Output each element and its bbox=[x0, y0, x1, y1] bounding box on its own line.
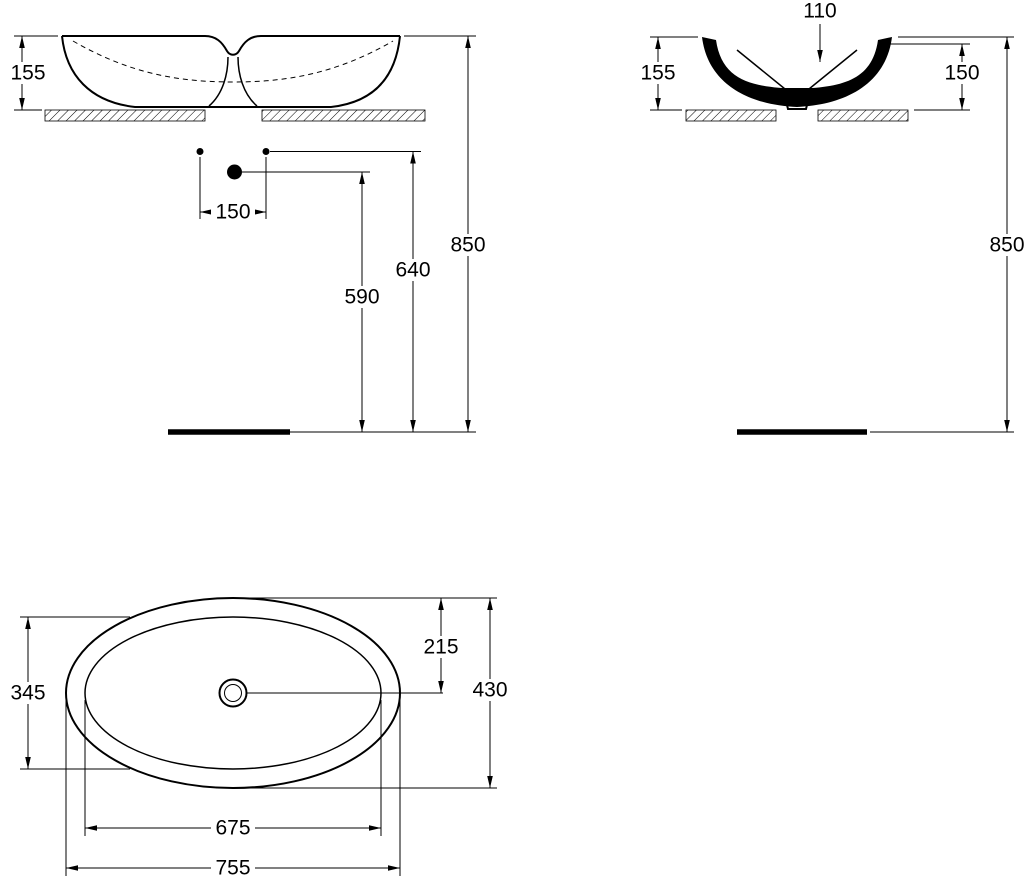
dim-front-siphon-height: 590 bbox=[340, 172, 384, 432]
dim-label-bg bbox=[211, 201, 255, 223]
counter-hatch-left bbox=[685, 109, 777, 122]
dim-label-bg bbox=[211, 817, 255, 839]
drain-inner-circle bbox=[224, 684, 242, 702]
plan-view: 345 215 430 675 bbox=[6, 597, 512, 880]
tap-hole bbox=[227, 164, 242, 180]
dim-side-bowl-depth: 150 bbox=[884, 43, 984, 111]
dim-plan-overall-width: 430 bbox=[238, 597, 512, 789]
waste-stem-right-edge bbox=[237, 56, 258, 107]
dim-label: 590 bbox=[344, 286, 379, 309]
counter-hatch-right bbox=[817, 109, 909, 122]
dim-plan-center-offset: 215 bbox=[419, 598, 463, 693]
fixing-hole-left bbox=[196, 148, 204, 155]
bowl-inner-edge-right bbox=[808, 49, 858, 90]
counter-hatch-right bbox=[261, 109, 426, 122]
dim-label: 850 bbox=[450, 234, 485, 257]
basin-section-wall bbox=[702, 37, 892, 107]
waste-stem-section bbox=[781, 88, 813, 110]
dim-label: 345 bbox=[10, 682, 45, 705]
front-view: 155 150 590 640 bbox=[5, 35, 490, 435]
side-view: 110 155 150 bbox=[636, 0, 1024, 435]
dim-front-tap-height: 640 bbox=[391, 151, 435, 432]
drain-outer-circle bbox=[218, 678, 248, 708]
bowl-inner-edge-left bbox=[736, 49, 786, 90]
dim-label: 640 bbox=[395, 259, 430, 282]
dim-label-bg bbox=[340, 286, 384, 308]
dim-side-outlet-width: 110 bbox=[803, 0, 837, 62]
dim-label: 755 bbox=[215, 857, 250, 880]
dim-label-bg bbox=[211, 857, 255, 879]
dim-label-bg bbox=[6, 682, 50, 704]
dim-label: 430 bbox=[472, 679, 507, 702]
dim-label: 155 bbox=[640, 62, 675, 85]
waste-stem-left-edge bbox=[208, 56, 229, 107]
dim-label-bg bbox=[468, 679, 512, 701]
dim-side-rim-height: 850 bbox=[870, 36, 1024, 433]
dim-label: 850 bbox=[989, 234, 1024, 257]
dim-plan-overall-length: 755 bbox=[65, 700, 401, 880]
dim-label-bg bbox=[419, 636, 463, 658]
dim-label-bg bbox=[984, 234, 1024, 256]
dim-label: 155 bbox=[10, 62, 45, 85]
dim-label: 150 bbox=[944, 62, 979, 85]
dim-front-tap-spacing: 150 bbox=[199, 157, 267, 224]
dim-front-basin-height: 155 bbox=[5, 35, 58, 111]
dim-side-basin-height: 155 bbox=[636, 36, 698, 111]
dim-label: 110 bbox=[803, 0, 836, 23]
dim-label: 215 bbox=[423, 636, 458, 659]
dim-label-bg bbox=[391, 259, 435, 281]
dim-plan-bowl-width: 345 bbox=[6, 616, 130, 770]
dim-front-rim-height: 850 bbox=[446, 36, 490, 432]
fixing-hole-right bbox=[262, 148, 270, 155]
dim-label-bg bbox=[636, 62, 680, 84]
dim-label: 150 bbox=[215, 201, 250, 224]
basin-inner-rim-hidden-line bbox=[72, 40, 394, 83]
counter-hatch-left bbox=[44, 109, 206, 122]
dim-label-bg bbox=[940, 62, 984, 84]
dim-plan-bowl-length: 675 bbox=[84, 700, 382, 840]
dim-label-bg bbox=[5, 62, 51, 84]
dim-label: 675 bbox=[215, 817, 250, 840]
basin-front-outline bbox=[61, 35, 401, 108]
basin-front-rim-edge bbox=[62, 35, 400, 56]
dim-label-bg bbox=[446, 234, 490, 256]
